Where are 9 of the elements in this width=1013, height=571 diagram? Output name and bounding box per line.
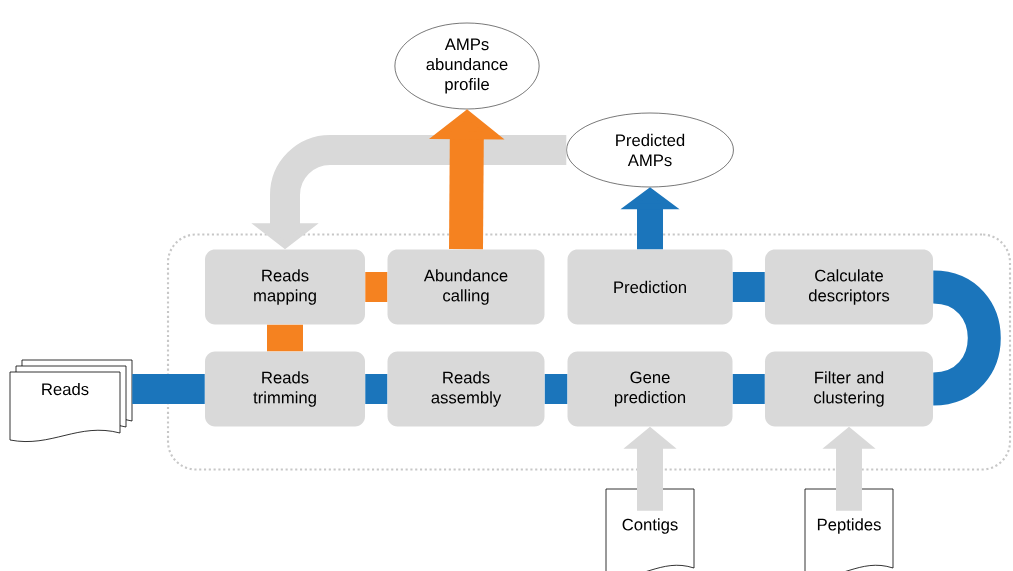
process-box: Abundance calling	[387, 249, 545, 325]
dashed-frame	[166, 233, 1012, 471]
document: Contigs	[605, 488, 695, 571]
document-stack: Reads	[9, 359, 133, 442]
process-box: Reads trimming	[205, 351, 365, 427]
process-box: Reads assembly	[387, 351, 545, 427]
document: Peptides	[804, 488, 894, 571]
process-box: Prediction	[567, 249, 733, 325]
process-box: Calculate descriptors	[765, 249, 933, 325]
